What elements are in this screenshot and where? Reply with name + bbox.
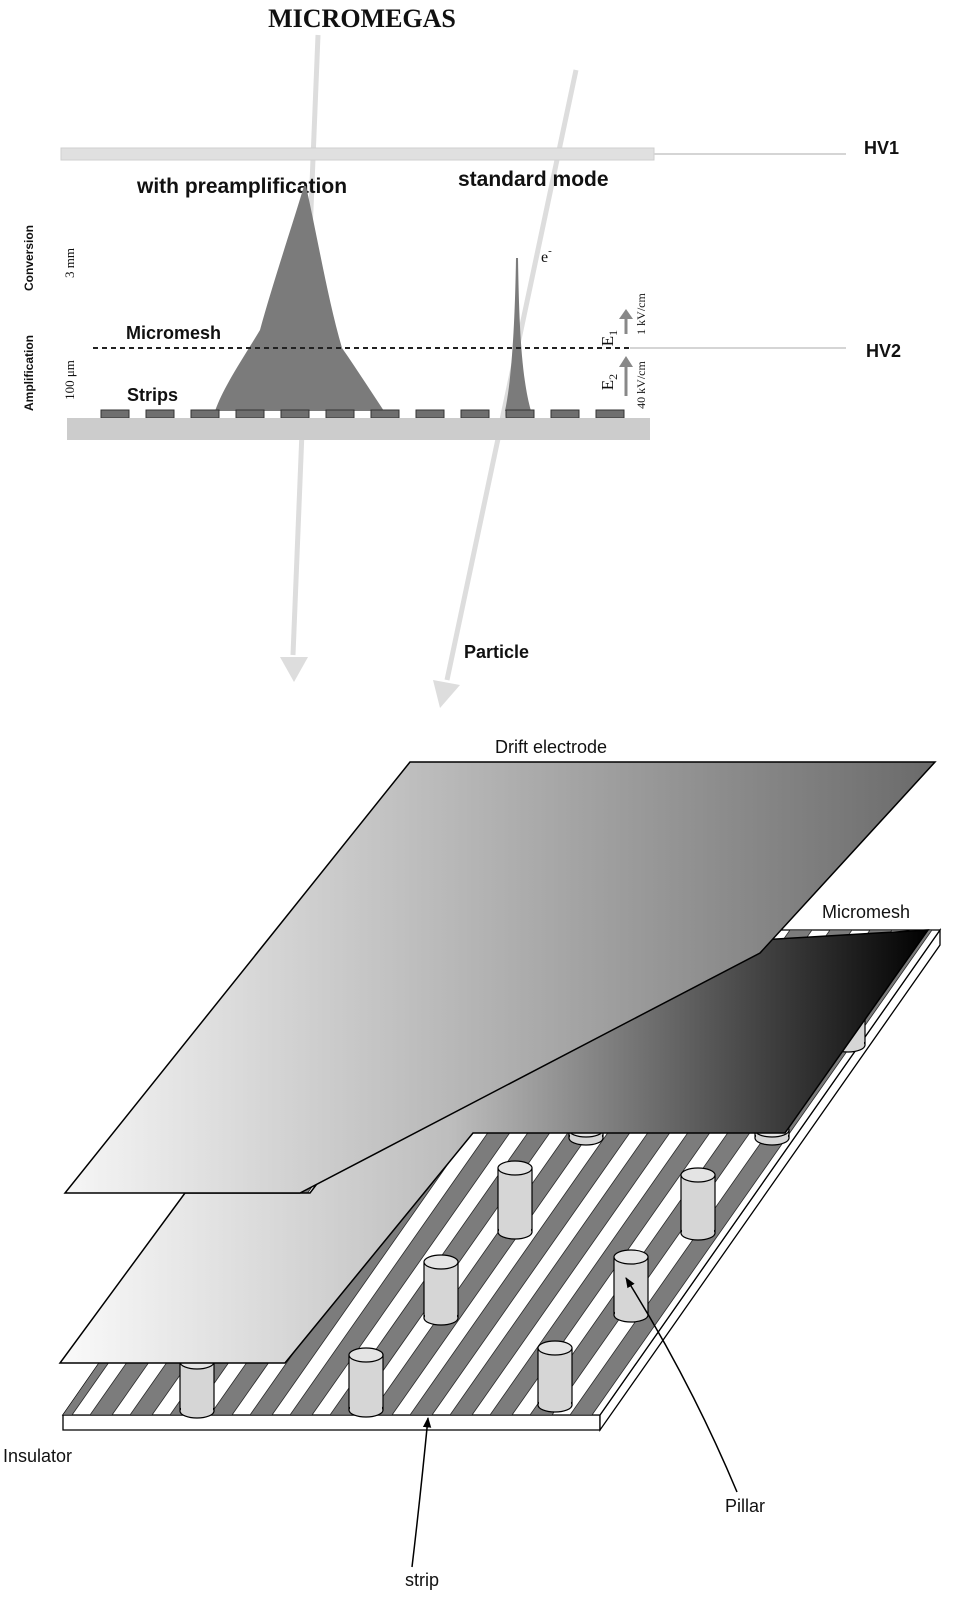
- readout-strip: [371, 410, 399, 418]
- pillar-top: [498, 1161, 532, 1175]
- readout-strip: [146, 410, 174, 418]
- readout-strip: [236, 410, 264, 418]
- pillar-top: [424, 1255, 458, 1269]
- label-micromesh: Micromesh: [126, 323, 221, 343]
- label-pillar: Pillar: [725, 1496, 765, 1516]
- figure-title: MICROMEGAS: [268, 4, 456, 33]
- label-insulator: Insulator: [3, 1446, 72, 1466]
- label-micromesh-3d: Micromesh: [822, 902, 910, 922]
- field-e1-label: E1: [598, 330, 620, 346]
- label-drift-electrode: Drift electrode: [495, 737, 607, 757]
- electron-label: e-: [541, 245, 552, 266]
- avalanche-preamplification: [215, 186, 384, 411]
- readout-strip: [281, 410, 309, 418]
- pillar-fill: [350, 1355, 382, 1410]
- readout-strip: [326, 410, 354, 418]
- pillar-fill: [499, 1168, 531, 1232]
- field-e2-value: 40 kV/cm: [634, 361, 648, 409]
- pillar-fill: [682, 1175, 714, 1233]
- field-e2-arrow: [619, 356, 633, 396]
- readout-strip: [596, 410, 624, 418]
- readout-strip: [506, 410, 534, 418]
- label-particle: Particle: [464, 642, 529, 662]
- label-amplification-gap: 100 μm: [62, 360, 77, 400]
- hv2-label: HV2: [866, 341, 901, 361]
- readout-strip: [191, 410, 219, 418]
- field-e2-label: E2: [598, 374, 620, 390]
- label-strip: strip: [405, 1570, 439, 1590]
- label-conversion: Conversion: [22, 225, 36, 291]
- pillar-top: [538, 1341, 572, 1355]
- label-strips: Strips: [127, 385, 178, 405]
- readout-strip: [416, 410, 444, 418]
- readout-strips: [101, 410, 624, 418]
- pillar-top: [681, 1168, 715, 1182]
- pillar-fill: [425, 1262, 457, 1318]
- label-conversion-gap: 3 mm: [62, 248, 77, 278]
- readout-strip: [461, 410, 489, 418]
- pillar-top: [349, 1348, 383, 1362]
- track-standard-arrowhead: [433, 680, 460, 708]
- strip-pointer: [412, 1418, 428, 1567]
- label-with-preamplification: with preamplification: [136, 175, 347, 198]
- readout-base: [67, 418, 650, 440]
- track-preamp-arrowhead: [280, 657, 308, 682]
- pillar-top: [614, 1250, 648, 1264]
- hv1-label: HV1: [864, 138, 899, 158]
- readout-strip: [101, 410, 129, 418]
- avalanche-standard: [505, 258, 531, 411]
- label-amplification: Amplification: [22, 335, 36, 411]
- pillar-fill: [539, 1348, 571, 1405]
- readout-strip: [551, 410, 579, 418]
- field-e1-arrow: [619, 309, 633, 334]
- insulator-side: [63, 1415, 600, 1430]
- drift-cathode-bar: [61, 148, 654, 160]
- field-e1-value: 1 kV/cm: [634, 293, 648, 335]
- label-standard-mode: standard mode: [458, 168, 609, 191]
